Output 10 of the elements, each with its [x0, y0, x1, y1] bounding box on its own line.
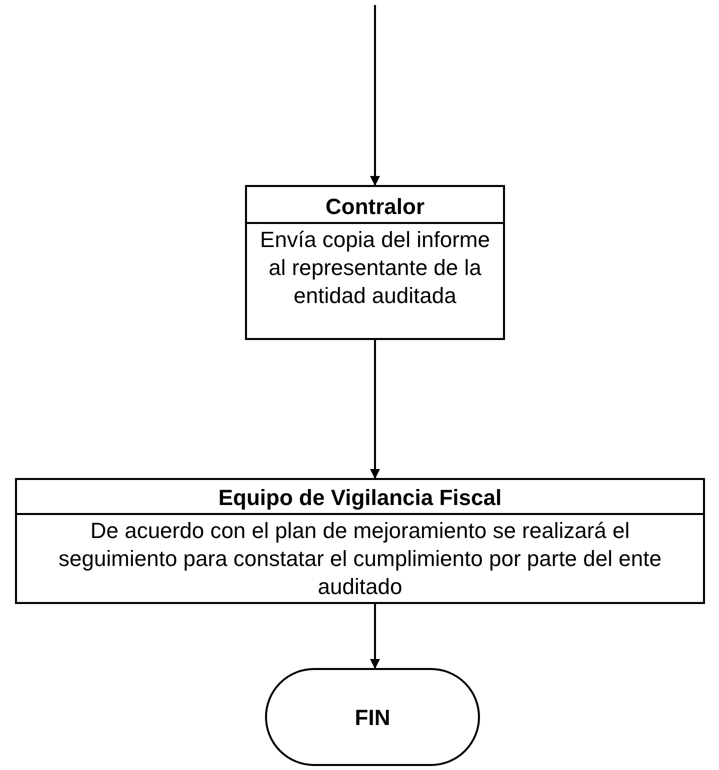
process-box — [15, 478, 705, 604]
arrow — [370, 340, 380, 479]
terminator-label: FIN — [354, 704, 390, 732]
box-heading: Equipo de Vigilancia Fiscal — [17, 480, 703, 515]
arrow — [370, 5, 380, 186]
box-text: Envía copia del informe al representante de la entidad auditada — [259, 226, 491, 310]
box-text: De acuerdo con el plan de mejoramiento se realizará el seguimiento para constatar el cumplimiento por parte del ente auditado — [58, 517, 662, 601]
box-heading: Contralor — [247, 187, 503, 224]
arrow — [370, 604, 380, 669]
process-box — [245, 185, 505, 340]
